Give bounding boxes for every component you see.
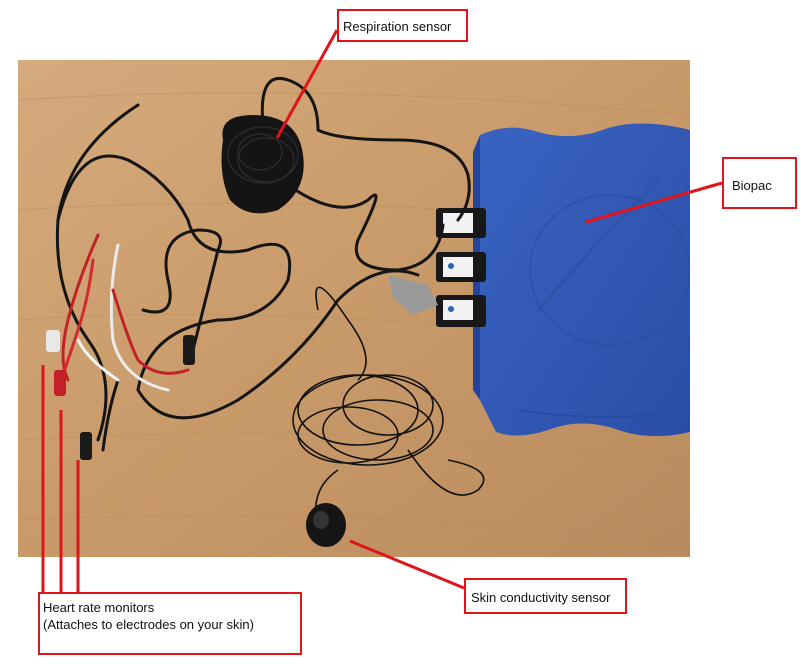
electrode-clips — [46, 330, 195, 460]
biopac-label-text: Biopac — [732, 178, 772, 193]
heart-rate-monitors-note: (Attaches to electrodes on your skin) — [43, 617, 254, 632]
alligator-clip — [388, 275, 438, 315]
skin-conductivity-sensor-label: Skin conductivity sensor — [464, 578, 627, 614]
equipment-photo — [18, 60, 690, 557]
skin-conductivity-sensor-label-text: Skin conductivity sensor — [471, 590, 611, 605]
photo-illustration — [18, 60, 690, 557]
biopac-device — [473, 123, 690, 437]
respiration-sensor-label-text: Respiration sensor — [343, 19, 452, 34]
sensor-modules — [436, 208, 486, 327]
heart-rate-monitors-label: Heart rate monitors (Attaches to electro… — [38, 592, 302, 655]
skin-sensor-finger-cuff — [306, 503, 346, 547]
respiration-sensor-label: Respiration sensor — [337, 9, 468, 42]
heart-rate-monitors-title: Heart rate monitors — [43, 600, 155, 615]
respiration-belt — [221, 115, 304, 214]
skin-sensor-cable — [292, 286, 485, 531]
biopac-label: Biopac — [722, 157, 797, 209]
